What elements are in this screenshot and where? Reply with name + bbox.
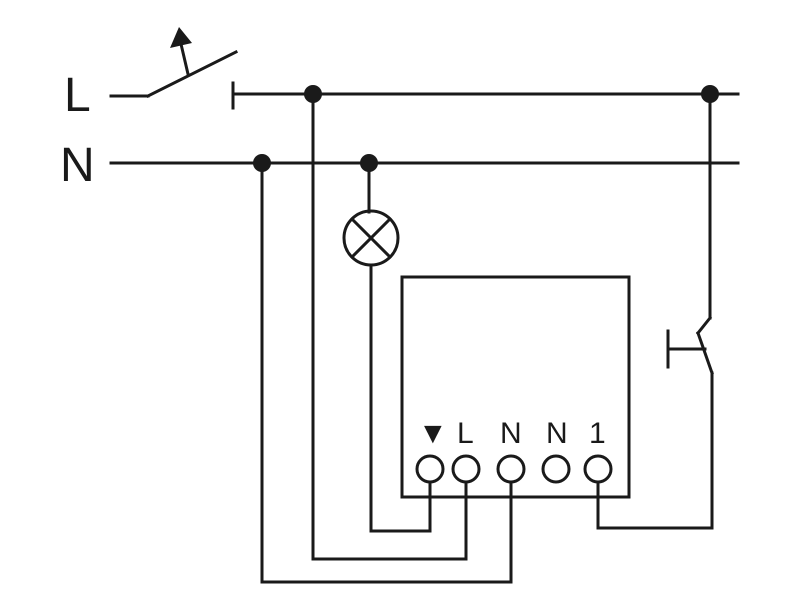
- control-module: [400, 275, 631, 499]
- lamp-icon: [342, 161, 432, 533]
- terminal-label-neutral: N: [500, 417, 522, 450]
- terminal-label-neutral-2: N: [546, 417, 568, 450]
- terminal-label-switch-input: ▼: [418, 417, 448, 450]
- push-button-icon: [596, 92, 714, 530]
- terminal-screw-output-1: [583, 454, 613, 484]
- neutral-wire: [260, 161, 513, 584]
- main-switch: [109, 27, 239, 110]
- neutral-label: N: [60, 139, 95, 192]
- terminal-screw-line: [451, 454, 481, 484]
- line-label: L: [64, 69, 91, 122]
- terminal-label-output-1: 1: [589, 417, 606, 450]
- terminal-screw-switch-input: [415, 454, 445, 484]
- terminal-screw-neutral: [496, 454, 526, 484]
- terminal-label-line: L: [457, 417, 474, 450]
- terminal-screw-neutral-2: [541, 454, 571, 484]
